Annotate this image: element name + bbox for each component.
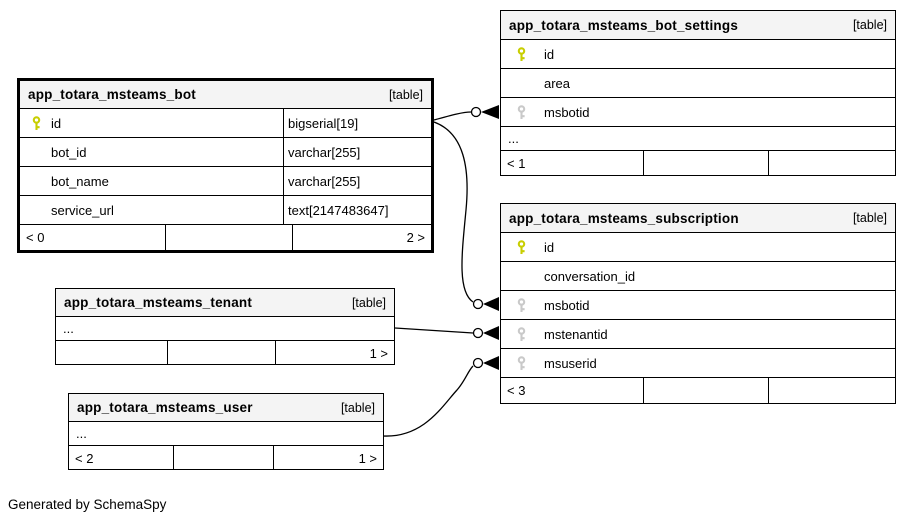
table-app_totara_msteams_tenant[interactable]: app_totara_msteams_tenant [table] ... 1 … xyxy=(55,288,395,365)
foreign-key-icon xyxy=(517,297,526,312)
table-app_totara_msteams_bot_settings[interactable]: app_totara_msteams_bot_settings [table] … xyxy=(500,10,896,176)
crows-foot-marker xyxy=(483,356,499,370)
column-name: msbotid xyxy=(544,297,590,313)
table-header: app_totara_msteams_bot [table] xyxy=(20,81,431,109)
column-name: service_url xyxy=(51,202,114,218)
primary-key-icon xyxy=(517,239,526,254)
table-footer: < 0 2 > xyxy=(20,225,431,250)
table-footer: < 2 1 > xyxy=(69,446,383,470)
column-row: mstenantid xyxy=(501,320,895,349)
primary-key-icon xyxy=(32,115,41,130)
footer-children-count xyxy=(56,341,168,365)
footer-parents-count xyxy=(769,378,895,403)
relationship-line-user-to-subscription xyxy=(382,356,499,437)
generated-by-note: Generated by SchemaSpy xyxy=(8,497,167,512)
column-row: area xyxy=(501,69,895,98)
column-row: msbotid xyxy=(501,98,895,127)
table-name: app_totara_msteams_subscription xyxy=(509,210,739,226)
column-row: service_url text[2147483647] xyxy=(20,196,431,225)
column-name: id xyxy=(51,115,62,131)
footer-children-count: < 3 xyxy=(501,378,644,403)
columns-ellipsis-row: ... xyxy=(69,422,383,446)
table-header: app_totara_msteams_user [table] xyxy=(69,394,383,422)
column-row: msbotid xyxy=(501,291,895,320)
column-row: bot_name varchar[255] xyxy=(20,167,431,196)
table-badge: [table] xyxy=(351,295,386,310)
column-name: msbotid xyxy=(544,104,590,120)
columns-ellipsis-row: ... xyxy=(56,317,394,341)
table-name: app_totara_msteams_user xyxy=(77,400,253,415)
column-type: varchar[255] xyxy=(283,167,431,195)
column-row: msuserid xyxy=(501,349,895,378)
footer-middle-cell xyxy=(174,446,274,470)
zero-marker xyxy=(472,357,484,369)
table-badge: [table] xyxy=(852,211,887,225)
column-row: id xyxy=(501,233,895,262)
table-app_totara_msteams_user[interactable]: app_totara_msteams_user [table] ... < 2 … xyxy=(68,393,384,470)
zero-marker xyxy=(472,327,484,339)
crows-foot-marker xyxy=(483,297,499,311)
table-footer: < 1 xyxy=(501,151,895,175)
column-name: id xyxy=(544,239,555,255)
foreign-key-icon xyxy=(517,355,526,370)
column-name: area xyxy=(544,75,571,91)
relationship-line-tenant-to-subscription xyxy=(394,326,499,340)
column-type: bigserial[19] xyxy=(283,109,431,137)
footer-middle-cell xyxy=(644,151,769,175)
column-name: mstenantid xyxy=(544,326,608,342)
footer-children-count: < 2 xyxy=(69,446,174,470)
column-name: msuserid xyxy=(544,355,597,371)
column-name: id xyxy=(544,46,555,62)
column-row: id xyxy=(501,40,895,69)
relationship-line-bot-to-subscription xyxy=(433,121,499,311)
table-app_totara_msteams_bot[interactable]: app_totara_msteams_bot [table] id bigser… xyxy=(17,78,434,253)
zero-marker xyxy=(472,298,484,310)
foreign-key-icon xyxy=(517,104,526,119)
table-badge: [table] xyxy=(340,400,375,415)
footer-children-count: < 1 xyxy=(501,151,644,175)
column-row: conversation_id xyxy=(501,262,895,291)
footer-middle-cell xyxy=(166,225,293,250)
column-row: id bigserial[19] xyxy=(20,109,431,138)
column-type: varchar[255] xyxy=(283,138,431,166)
column-name: bot_name xyxy=(51,173,109,189)
column-name: bot_id xyxy=(51,144,87,160)
table-header: app_totara_msteams_tenant [table] xyxy=(56,289,394,317)
table-badge: [table] xyxy=(852,18,887,32)
table-name: app_totara_msteams_bot_settings xyxy=(509,17,739,33)
column-type: text[2147483647] xyxy=(283,196,431,224)
footer-middle-cell xyxy=(644,378,769,403)
zero-marker xyxy=(470,106,482,118)
footer-parents-count xyxy=(769,151,895,175)
footer-children-count: < 0 xyxy=(20,225,166,250)
crows-foot-marker xyxy=(481,105,499,119)
table-footer: < 3 xyxy=(501,378,895,403)
footer-parents-count: 1 > xyxy=(369,345,388,361)
relationship-line-bot-to-bot-settings xyxy=(433,105,499,121)
footer-parents-count: 2 > xyxy=(406,230,425,245)
footer-parents-count: 1 > xyxy=(358,450,377,466)
footer-middle-cell xyxy=(168,341,276,365)
table-header: app_totara_msteams_subscription [table] xyxy=(501,204,895,233)
primary-key-icon xyxy=(517,46,526,61)
table-app_totara_msteams_subscription[interactable]: app_totara_msteams_subscription [table] … xyxy=(500,203,896,404)
table-footer: 1 > xyxy=(56,341,394,365)
columns-ellipsis-row: ... xyxy=(501,127,895,151)
crows-foot-marker xyxy=(483,326,499,340)
column-row: bot_id varchar[255] xyxy=(20,138,431,167)
foreign-key-icon xyxy=(517,326,526,341)
table-header: app_totara_msteams_bot_settings [table] xyxy=(501,11,895,40)
column-name: conversation_id xyxy=(544,268,636,284)
table-name: app_totara_msteams_tenant xyxy=(64,295,253,310)
table-badge: [table] xyxy=(388,87,423,102)
table-name: app_totara_msteams_bot xyxy=(28,87,196,102)
